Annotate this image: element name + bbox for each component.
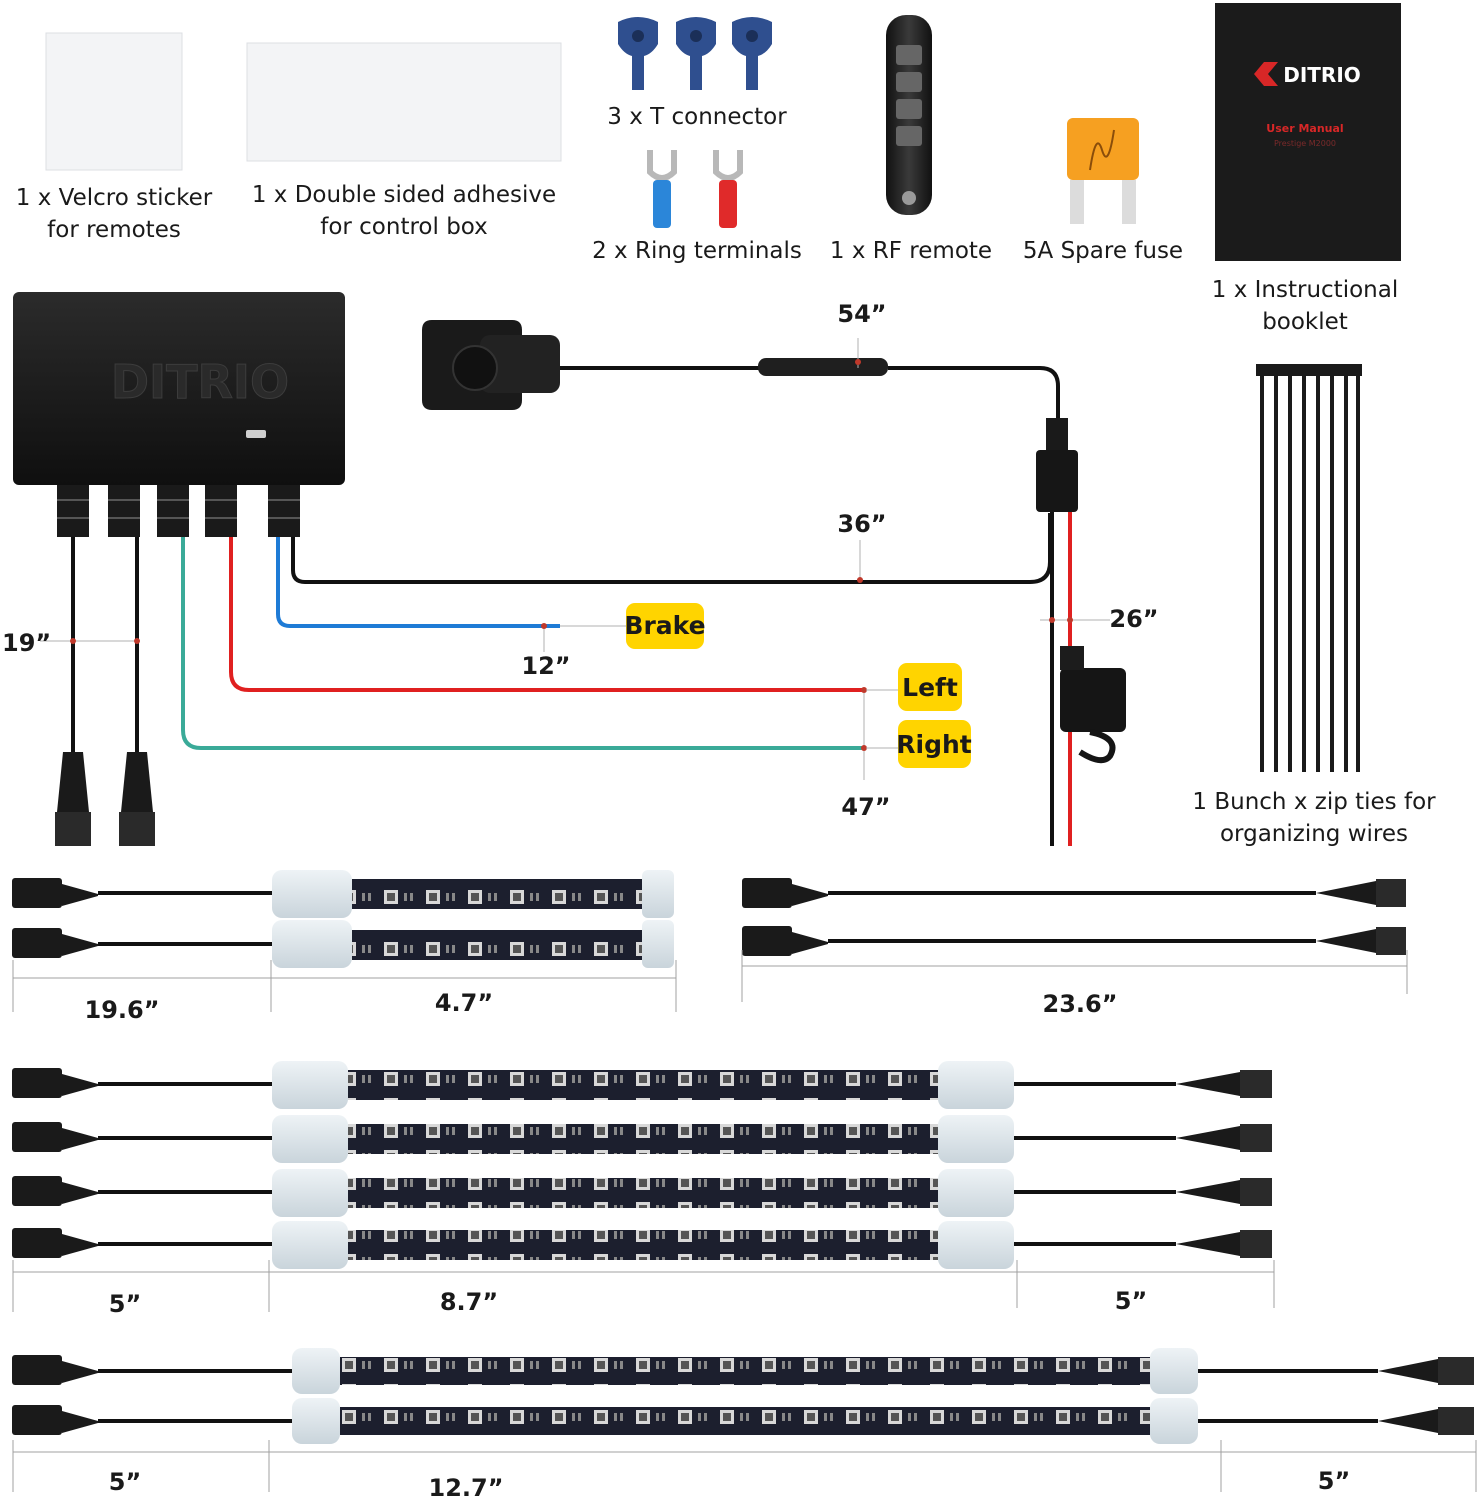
- zip-ties-label-1: 1 Bunch x zip ties for: [1192, 789, 1436, 815]
- t-connector-icon: [618, 17, 772, 90]
- brake-tag: Brake: [624, 603, 706, 649]
- ring-terminal-icon: [647, 150, 743, 228]
- rf-remote-label: 1 x RF remote: [830, 238, 992, 264]
- extension-cables: 23.6”: [741, 878, 1408, 1018]
- output-wires: [55, 537, 155, 846]
- row3-left-length: 5”: [109, 1468, 141, 1496]
- left-tag-text: Left: [902, 673, 958, 702]
- brake-tag-text: Brake: [624, 611, 705, 640]
- strip-row-2: 5” 8.7” 5”: [12, 1061, 1275, 1318]
- strip-row-1: 19.6” 4.7”: [12, 870, 677, 1024]
- adhesive-label-1: 1 x Double sided adhesive: [252, 182, 556, 208]
- len-19-label: 19”: [2, 629, 51, 657]
- row2-left-length: 5”: [109, 1290, 141, 1318]
- control-box: DITRIO: [13, 292, 345, 537]
- booklet-cover-title: User Manual: [1266, 122, 1343, 135]
- row2-strip-length: 8.7”: [440, 1288, 498, 1316]
- brake-wire: [276, 537, 560, 628]
- control-box-brand: DITRIO: [111, 355, 289, 409]
- len-12-label: 12”: [521, 652, 570, 680]
- len-36-label: 36”: [837, 510, 886, 538]
- booklet-label-1: 1 x Instructional: [1212, 277, 1398, 303]
- rf-remote-icon: [886, 15, 932, 215]
- booklet-brand: DITRIO: [1283, 63, 1361, 87]
- booklet-label-2: booklet: [1262, 309, 1348, 335]
- zip-ties-label-2: organizing wires: [1220, 821, 1408, 847]
- inline-fuse-holder: [1060, 646, 1126, 764]
- left-wire: [229, 537, 864, 692]
- row3-strip-length: 12.7”: [429, 1474, 504, 1500]
- power-wire-black: [291, 513, 1052, 584]
- rocker-switch: [422, 320, 560, 410]
- instruction-booklet: DITRIO User Manual Prestige M2000: [1215, 3, 1401, 261]
- t-connector-label: 3 x T connector: [607, 104, 787, 130]
- right-tag-text: Right: [896, 730, 972, 759]
- row1-cable-length: 19.6”: [85, 996, 160, 1024]
- fuse-icon: [1067, 118, 1139, 224]
- len-26-label: 26”: [1109, 605, 1158, 633]
- row1-strip-length: 4.7”: [435, 989, 493, 1017]
- strip-row-3: 5” 12.7” 5”: [12, 1348, 1477, 1500]
- zip-ties-icon: [1256, 364, 1362, 772]
- booklet-cover-sub: Prestige M2000: [1274, 139, 1336, 148]
- right-wire: [181, 537, 864, 750]
- row1b-cable-length: 23.6”: [1043, 990, 1118, 1018]
- left-tag: Left: [898, 663, 962, 711]
- velcro-label-2: for remotes: [47, 217, 181, 243]
- velcro-label-1: 1 x Velcro sticker: [16, 185, 213, 211]
- len-54-label: 54”: [837, 300, 886, 328]
- row2-right-length: 5”: [1115, 1287, 1147, 1315]
- len-47-label: 47”: [841, 793, 890, 821]
- power-connector: [1036, 418, 1078, 512]
- fuse-label: 5A Spare fuse: [1023, 238, 1183, 264]
- switch-cable: [560, 366, 1060, 420]
- double-sided-adhesive: [246, 42, 562, 162]
- adhesive-label-2: for control box: [320, 214, 488, 240]
- velcro-sticker: [45, 32, 183, 171]
- ring-terminal-label: 2 x Ring terminals: [592, 238, 802, 264]
- right-tag: Right: [896, 720, 972, 768]
- row3-right-length: 5”: [1318, 1467, 1350, 1495]
